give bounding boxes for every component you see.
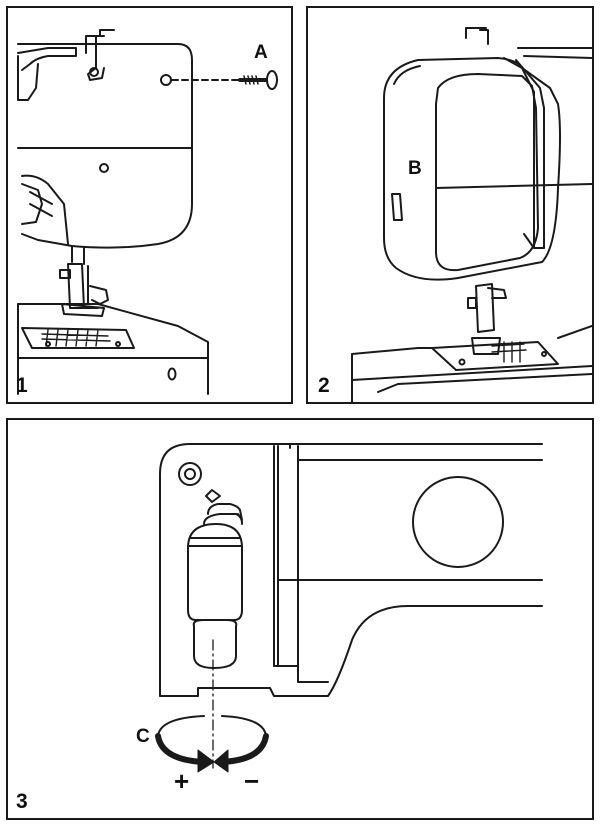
panel-number: 3 xyxy=(16,790,28,813)
machine-head-with-cover-illustration xyxy=(351,27,592,402)
callout-c: C xyxy=(136,726,150,747)
panel-1: 1 A xyxy=(6,6,293,404)
panel-number: 2 xyxy=(318,374,330,397)
panel-3: 3 C + − xyxy=(6,418,594,820)
panel-2: 2 B xyxy=(306,6,594,404)
callout-b: B xyxy=(408,158,422,179)
minus-sign: − xyxy=(244,766,260,796)
machine-head-removed-illustration xyxy=(17,29,278,395)
bobbin-tension-detail-illustration xyxy=(155,443,543,773)
panel-number: 1 xyxy=(16,374,28,397)
plus-sign: + xyxy=(174,766,190,796)
callout-a: A xyxy=(254,42,268,63)
